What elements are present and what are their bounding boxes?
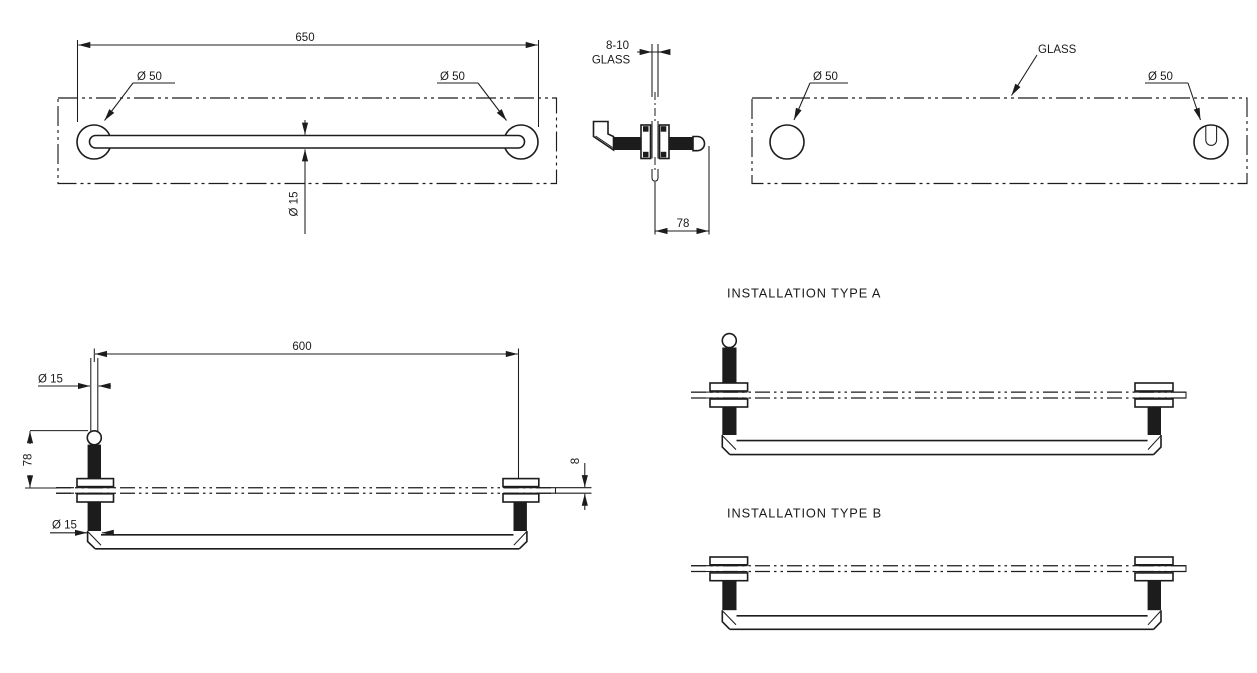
left-post-lower	[87, 502, 101, 531]
dim-flange-left: Ø 50	[137, 71, 162, 83]
right-flange-rear	[1193, 124, 1229, 160]
dim-bar-diameter: Ø 15	[289, 192, 301, 217]
right-post-lower	[1147, 580, 1161, 611]
right-clamp-outer	[1134, 382, 1174, 392]
left-post-lower	[722, 407, 737, 435]
view-front-elevation: 650 Ø 50 Ø 50 Ø 15	[57, 32, 558, 234]
dim-length-650: 650	[295, 32, 314, 44]
right-clamp-inner	[1134, 398, 1174, 408]
left-post-lower	[722, 580, 737, 611]
left-clamp-outer	[76, 477, 115, 488]
right-post-lower	[1147, 407, 1161, 435]
view-rear-elevation: GLASS Ø 50 Ø 50	[751, 44, 1248, 185]
rod-end-cap	[692, 135, 706, 152]
view-side-section: 8-10 GLASS 78	[592, 40, 710, 235]
post-knob	[721, 332, 738, 349]
left-clamp-inner	[76, 492, 115, 503]
glass-panel-outline	[57, 97, 558, 185]
glass-label: GLASS	[1038, 44, 1077, 56]
glass-bottom-edge	[651, 169, 659, 182]
dim-post-bottom: Ø 15	[52, 520, 77, 532]
clamp-plate-front	[640, 124, 652, 160]
glass-panel-outline	[751, 97, 1248, 185]
dim-depth-78: 78	[677, 218, 690, 230]
rod-front-segment	[612, 137, 641, 150]
dim-glass-thickness: 8-10	[606, 40, 629, 52]
dim-flange-right: Ø 50	[440, 71, 465, 83]
post-knob	[86, 429, 103, 446]
left-clamp-inner	[709, 572, 749, 582]
right-clamp-inner	[1134, 572, 1174, 582]
right-clamp-outer	[502, 477, 540, 488]
left-clamp-outer	[709, 382, 749, 392]
left-flange-rear	[769, 124, 805, 160]
towel-bar	[88, 134, 526, 149]
flange-slot	[1205, 125, 1218, 146]
dim-flange-right: Ø 50	[1148, 71, 1173, 83]
dim-flange-left: Ø 50	[813, 71, 838, 83]
bar-end-hook	[592, 120, 615, 152]
rod-rear-segment	[669, 137, 693, 150]
dim-post-top: Ø 15	[38, 374, 63, 386]
glass-label: GLASS	[592, 55, 631, 67]
right-clamp-inner	[502, 492, 540, 503]
installation-a-title: INSTALLATION TYPE A	[727, 286, 881, 301]
dim-glass-thickness: 8	[570, 458, 582, 464]
view-plan: 600 Ø 15 78	[23, 341, 592, 550]
right-clamp-outer	[1134, 556, 1174, 566]
right-post-lower	[513, 501, 527, 531]
clamp-plate-rear	[658, 124, 670, 160]
left-clamp-outer	[709, 556, 749, 566]
dim-depth: 78	[23, 454, 35, 467]
left-clamp-inner	[709, 398, 749, 408]
view-installation-type-b: INSTALLATION TYPE B	[691, 506, 1187, 631]
left-post-upper	[722, 347, 737, 383]
left-post-upper	[87, 444, 101, 479]
view-installation-type-a: INSTALLATION TYPE A	[691, 286, 1187, 456]
dim-hole-centers: 600	[292, 341, 311, 353]
installation-b-title: INSTALLATION TYPE B	[727, 506, 882, 521]
